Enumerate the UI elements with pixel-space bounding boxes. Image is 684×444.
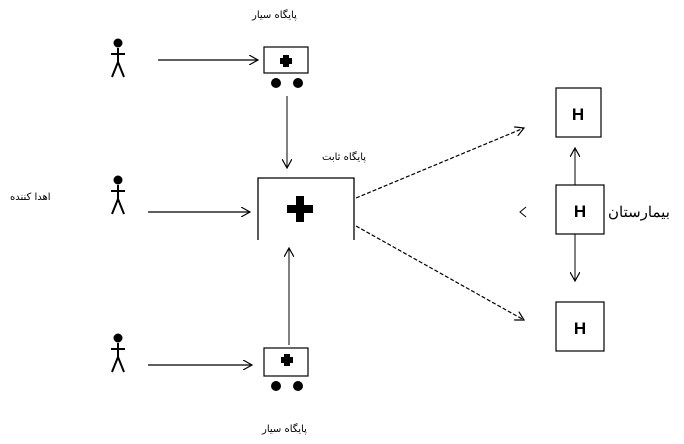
hospital-letter: H (574, 319, 586, 338)
hospital-h-icon (555, 301, 605, 352)
hospital-letter: H (572, 105, 584, 124)
arrow-fixed-to-hospital-bottom (355, 225, 524, 320)
chevron-left-icon (519, 206, 527, 218)
arrow-fixed-to-hospital-top (355, 128, 524, 199)
hospital-h-icon (555, 87, 602, 138)
hospital-letter: H (574, 202, 586, 221)
mobile-van-icon (263, 46, 309, 88)
person-icon (111, 333, 125, 373)
person-icon (111, 38, 125, 78)
hospital-h-icon (555, 184, 605, 235)
person-icon (111, 175, 125, 215)
label-fixed-base: پایگاه ثابت (322, 152, 367, 163)
red-cross-icon (257, 177, 355, 240)
label-mobile-base-top: پایگاه سیار (252, 10, 297, 21)
label-donor: اهدا کننده (10, 192, 51, 203)
mobile-van-icon (263, 347, 309, 391)
label-mobile-base-bottom: پایگاه سیار (262, 424, 307, 435)
label-hospital: بیمارستان (608, 204, 670, 221)
